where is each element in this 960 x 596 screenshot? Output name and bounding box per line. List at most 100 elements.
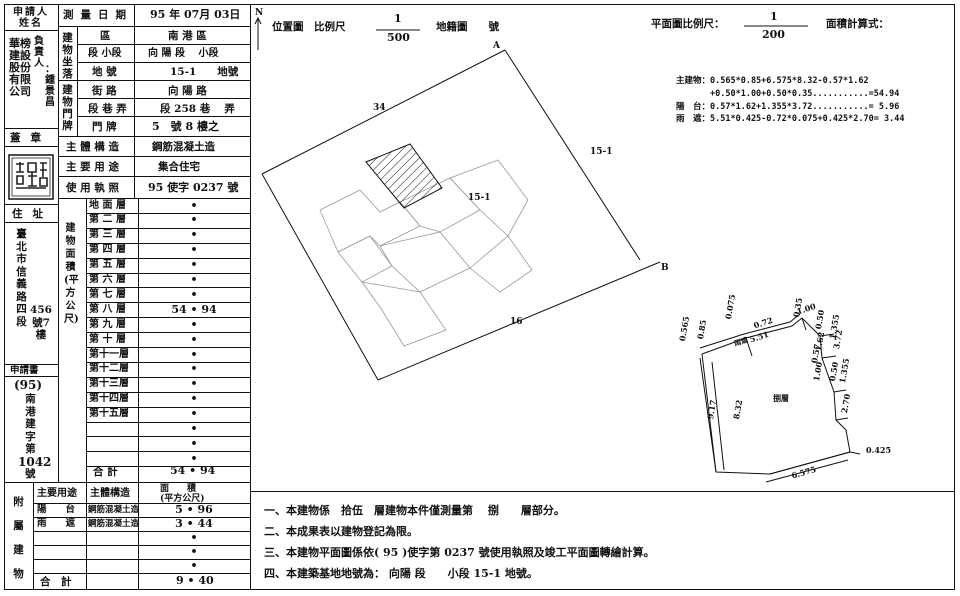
address-number: 456號7樓 <box>30 304 52 341</box>
annex-row-area: • <box>190 559 198 572</box>
annex-row-structure: 鋼筋混凝土造 <box>88 505 140 515</box>
application-year: (95) <box>14 378 43 392</box>
lane-label: 段 巷 弄 <box>88 103 127 115</box>
note-line: 四、本建築基地地號為： 向陽 段 小段 15-1 地號。 <box>264 567 538 580</box>
note-line: 二、本成果表以建物登記為限。 <box>264 525 418 538</box>
floor-row-label: 第 二 層 <box>89 214 126 226</box>
rep-label: 負責人 <box>34 36 44 69</box>
address-label: 住址 <box>12 208 53 220</box>
house-label: 建物門牌 <box>62 84 73 132</box>
usage-label: 主 要 用 途 <box>66 161 119 173</box>
floor-row-label: 地 面 層 <box>89 199 126 211</box>
district: 南 港 區 <box>168 30 207 42</box>
lot-label: 地 號 <box>92 66 117 78</box>
street-label: 街 路 <box>92 85 117 97</box>
area-label: 建物面積(平方公尺) <box>64 223 79 325</box>
usage: 集合住宅 <box>158 161 200 173</box>
map-label-b: B <box>661 263 669 273</box>
cadastral-map-number: 地籍圖 號 <box>436 21 499 33</box>
map-label-lot-15-1: 15-1 <box>468 193 491 203</box>
floor-row-label: 第 七 層 <box>89 288 126 300</box>
floor-row-value: • <box>190 317 198 331</box>
applicant-header: 申請人姓名 <box>13 7 49 29</box>
door-label: 門 牌 <box>92 121 117 133</box>
floor-row-label: 第十二層 <box>89 363 129 375</box>
address-text: 臺北市信義路四段 <box>16 228 27 328</box>
floor-row-value: • <box>190 198 198 212</box>
area-formula-line: 雨 遮：5.51*0.425-0.72*0.075+0.425*2.70= 3.… <box>676 114 905 124</box>
note-line: 一、本建物係 拾伍 層建物本件僅測量第 捌 層部分。 <box>264 504 565 517</box>
application-suffix: 號 <box>25 468 36 480</box>
annex-row-area: • <box>190 545 198 558</box>
floor-plan-title: 平面圖比例尺： <box>651 18 725 30</box>
annex-area-unit: (平方公尺) <box>160 494 205 504</box>
plan-dimension-label: 0.425 <box>866 445 892 455</box>
floor-row-value: • <box>190 362 198 376</box>
floor-row-label: 第十四層 <box>89 393 129 405</box>
location-scale-num: 1 <box>394 12 402 25</box>
area-formula-line: 陽 台：0.57*1.62+1.355*3.72...........= 5.9… <box>676 102 900 112</box>
north-arrow-label: N <box>255 8 264 18</box>
annex-structure-header: 主體構造 <box>90 488 130 499</box>
floor-row-label: 第 八 層 <box>89 303 126 315</box>
building-footprints <box>319 159 533 347</box>
floor-row-value: • <box>190 392 198 406</box>
annex-row-usage: 陽 台 <box>37 504 76 515</box>
street: 向 陽 路 <box>168 85 207 97</box>
location-scale-den: 500 <box>387 31 410 44</box>
permit-label: 使 用 執 照 <box>66 182 119 194</box>
location-map-title: 位置圖 比例尺 <box>272 21 346 33</box>
area-calc-label: 面積計算式： <box>826 18 889 30</box>
floor-row-value: • <box>190 213 198 227</box>
floor-row-value: • <box>190 422 198 435</box>
floor-row-label: 第 十 層 <box>89 333 126 345</box>
floor-row-value: 54 • 94 <box>171 302 217 316</box>
floor-row-value: • <box>190 436 198 450</box>
floor-row-label: 第 三 層 <box>89 229 126 241</box>
rep-name: ：鍾景昌 <box>45 64 55 108</box>
application-text: 南港建字第 <box>25 393 36 455</box>
survey-date-label: 測量日期 <box>63 9 133 21</box>
application-number: 1042 <box>18 455 52 469</box>
district-label: 區 <box>100 30 111 42</box>
annex-label: 附屬建物 <box>13 496 24 580</box>
application-label: 申請書 <box>10 365 39 376</box>
survey-date: 95 年 07月 03日 <box>150 8 241 21</box>
floor-row-label: 第十三層 <box>89 378 129 390</box>
floor-row-value: • <box>190 273 198 286</box>
annex-total: 9 • 40 <box>176 574 214 587</box>
parcel-lines <box>261 49 661 381</box>
map-label-lot-16: 16 <box>510 317 523 327</box>
section-label: 段 小段 <box>88 48 122 59</box>
annex-total-label: 合 計 <box>40 576 72 588</box>
annex-row-structure: 鋼筋混凝土造 <box>88 519 140 529</box>
door: 5 號 8 樓之 <box>152 120 219 133</box>
floor-plan-outline <box>699 313 861 483</box>
location-label: 建物坐落 <box>62 32 73 80</box>
annex-usage-header: 主要用途 <box>37 488 77 499</box>
floor-row-value: • <box>190 287 198 301</box>
lane: 段 258 巷 弄 <box>160 103 235 115</box>
floor-row-label: 第十五層 <box>89 408 129 420</box>
floor-row-value: • <box>190 332 198 346</box>
annex-row-area: 5 • 96 <box>175 503 213 516</box>
floor-row-value: • <box>190 258 198 272</box>
floor-plan-scale-num: 1 <box>770 10 778 23</box>
map-label-lot-15-1-right: 15-1 <box>590 147 613 157</box>
permit: 95 使字 0237 號 <box>148 181 239 194</box>
seal-label: 蓋章 <box>10 132 51 144</box>
floor-row-label: 第 九 層 <box>89 318 126 330</box>
floor-row-value: • <box>190 243 198 257</box>
map-label-lot-34: 34 <box>373 103 386 113</box>
floor-plan-scale-den: 200 <box>762 28 785 41</box>
floor-row-value: • <box>190 228 198 242</box>
plan-room-label: 捌層 <box>773 393 789 403</box>
floor-row-value: • <box>190 347 198 361</box>
floor-row-label: 第 六 層 <box>89 274 126 285</box>
lot: 15-1 地號 <box>170 66 239 78</box>
annex-row-usage: 雨 遮 <box>37 518 76 529</box>
applicant-name: 華榜建設股份有限公司 <box>9 37 31 98</box>
map-label-a: A <box>493 41 500 51</box>
floor-row-value: • <box>190 407 198 421</box>
